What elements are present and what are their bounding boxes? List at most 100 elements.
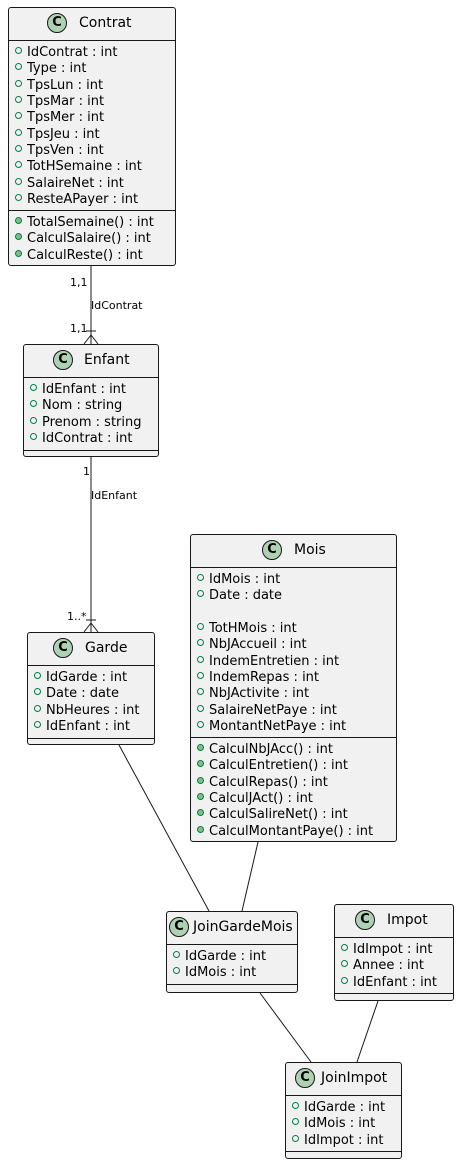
attribute-text: IdMois : int: [304, 1116, 376, 1132]
public-method-icon: [197, 809, 204, 817]
method-text: CalculNbJAcc() : int: [209, 742, 333, 757]
multiplicity-garde-side: 1..*: [67, 610, 87, 623]
attribute-text: IdContrat : int: [27, 45, 118, 60]
attribute-row: TpsVen : int: [15, 143, 104, 159]
method-text: CalculEntretien() : int: [209, 758, 348, 774]
attribute-row: IdEnfant : int: [341, 975, 437, 991]
attribute-row: IdContrat : int: [15, 45, 117, 61]
public-field-icon: [34, 672, 41, 679]
attribute-row: NbJAccueil : int: [197, 637, 307, 653]
public-method-icon: [15, 249, 22, 257]
attribute-text: NbJActivite : int: [209, 686, 310, 702]
multiplicity-contrat-side: 1,1: [70, 276, 88, 289]
public-field-icon: [15, 161, 22, 169]
attribute-text: IdImpot : int: [353, 942, 433, 957]
public-method-icon: [197, 760, 204, 768]
method-text: TotalSemaine() : int: [27, 215, 154, 230]
method-row: CalculRepas() : int: [197, 775, 328, 791]
attribute-row: IdMois : int: [292, 1116, 375, 1132]
attribute-row: SalaireNet : int: [15, 176, 124, 192]
public-field-icon: [197, 704, 204, 712]
public-field-icon: [15, 79, 22, 87]
attribute-text: MontantNetPaye : int: [209, 719, 347, 735]
class-stereotype-icon: C: [262, 540, 282, 560]
relation-label-idcontrat: IdContrat: [91, 299, 143, 312]
attribute-text: IdImpot : int: [304, 1132, 384, 1148]
class-name: Garde: [85, 640, 128, 656]
attribute-text: IdGarde : int: [304, 1100, 386, 1115]
method-row: CalculMontantPaye() : int: [197, 824, 373, 840]
public-method-icon: [15, 233, 22, 241]
attribute-text: TpsVen : int: [27, 143, 104, 159]
attribute-text: IdMois : int: [209, 572, 281, 587]
method-row: CalculSalaire() : int: [15, 231, 151, 247]
public-field-icon: [15, 96, 22, 104]
class-name: JoinGardeMois: [193, 919, 293, 935]
public-field-icon: [197, 590, 204, 598]
relation-impot-joinimpot: [356, 1000, 379, 1063]
attribute-text: IdEnfant : int: [46, 719, 131, 735]
attribute-text: IdGarde : int: [185, 949, 267, 964]
attribute-row: TpsMer : int: [15, 110, 104, 126]
public-field-icon: [30, 400, 37, 408]
attribute-row: ResteAPayer : int: [15, 192, 138, 208]
method-text: CalculSalaire() : int: [27, 231, 151, 247]
attribute-row: IdGarde : int: [34, 670, 127, 686]
public-field-icon: [34, 704, 41, 712]
attribute-text: Nom : string: [42, 398, 123, 414]
attribute-text: IdMois : int: [185, 965, 257, 981]
attribute-row: TotHSemaine : int: [15, 159, 142, 175]
public-field-icon: [292, 1118, 299, 1126]
class-stereotype-icon: C: [295, 1068, 315, 1088]
method-row: CalculSalireNet() : int: [197, 807, 348, 823]
public-method-icon: [197, 744, 204, 751]
multiplicity-enfant-garde-source: 1: [83, 465, 90, 478]
class-stereotype-icon: C: [53, 638, 73, 658]
attribute-row: TpsMar : int: [15, 94, 104, 110]
attribute-text: TotHMois : int: [209, 621, 297, 637]
attribute-text: NbHeures : int: [46, 702, 140, 718]
attribute-row: IdGarde : int: [173, 949, 266, 965]
attribute-row: TpsLun : int: [15, 78, 103, 94]
relation-mois-joingardemois: [241, 841, 259, 912]
attribute-text: TpsJeu : int: [27, 126, 100, 142]
methods-section: [28, 739, 154, 746]
public-field-icon: [341, 960, 348, 968]
attribute-row: Date : date: [197, 588, 282, 604]
attribute-row: IdGarde : int: [292, 1100, 385, 1116]
attribute-text: Date : date: [209, 588, 283, 604]
attribute-row: IdContrat : int: [30, 431, 132, 447]
attribute-row: IdMois : int: [197, 572, 280, 588]
method-text: CalculSalireNet() : int: [209, 807, 348, 823]
multiplicity-enfant-side: 1,1: [70, 322, 88, 335]
public-field-icon: [197, 639, 204, 647]
attribute-row: NbHeures : int: [34, 703, 139, 719]
method-row: CalculEntretien() : int: [197, 758, 348, 774]
public-field-icon: [197, 574, 204, 581]
attribute-text: SalaireNetPaye : int: [209, 702, 337, 718]
public-field-icon: [30, 416, 37, 424]
public-field-icon: [197, 721, 204, 729]
attribute-text: TpsMer : int: [27, 110, 105, 126]
public-field-icon: [15, 128, 22, 136]
attribute-text: Prenom : string: [42, 414, 142, 430]
attribute-row: IdImpot : int: [292, 1133, 383, 1149]
public-method-icon: [197, 825, 204, 833]
public-field-icon: [197, 655, 204, 663]
public-method-icon: [197, 793, 204, 801]
method-text: CalculReste() : int: [27, 247, 143, 263]
attribute-text: TpsLun : int: [27, 77, 104, 93]
attribute-row: Prenom : string: [30, 415, 142, 431]
